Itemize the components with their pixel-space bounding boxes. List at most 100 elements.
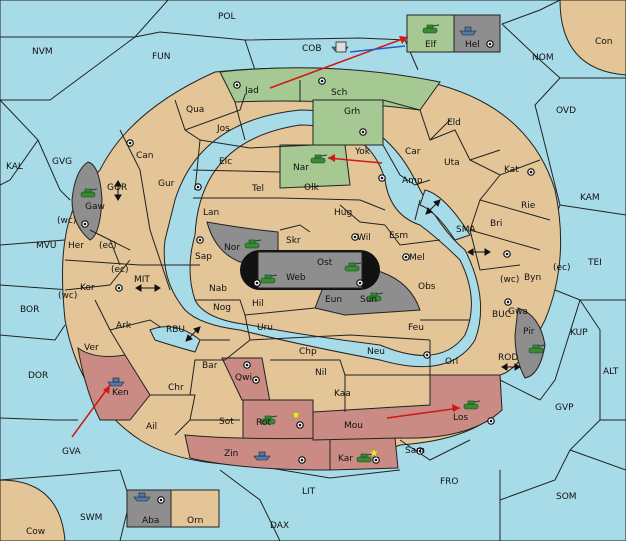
province-mou-los[interactable] xyxy=(312,374,503,441)
province-label-skr: Skr xyxy=(286,236,301,246)
army-unit-icon[interactable] xyxy=(80,188,98,198)
province-grh[interactable] xyxy=(312,99,384,146)
province-label-elc: Elc xyxy=(219,157,232,167)
province-label-orn: Orn xyxy=(187,516,203,526)
province-label-dor: DOR xyxy=(28,371,48,381)
province-label-web: Web xyxy=(286,273,306,283)
province-label-alt: ALT xyxy=(603,367,619,377)
province-label-ost: Ost xyxy=(317,258,333,268)
supply-center-dot xyxy=(425,353,429,357)
province-rot[interactable] xyxy=(242,399,314,441)
province-label-hug: Hug xyxy=(334,208,352,218)
province-pir[interactable] xyxy=(514,307,546,379)
land-borders xyxy=(64,80,551,461)
province-label-eun: Eun xyxy=(325,295,342,305)
arrowhead xyxy=(103,385,110,394)
army-unit-icon[interactable] xyxy=(244,239,262,249)
province-label-amp: Amp xyxy=(402,176,423,186)
province-hel[interactable] xyxy=(453,14,501,53)
province-label-sch: Sch xyxy=(331,88,347,98)
supply-center-dot xyxy=(300,458,304,462)
province-aba[interactable] xyxy=(126,489,172,528)
fleet-unit-icon[interactable] xyxy=(253,451,271,461)
burst-icon xyxy=(368,447,380,458)
province-label-sap: Sap xyxy=(195,252,212,262)
arrowhead xyxy=(399,36,408,44)
arrowhead xyxy=(484,248,491,256)
order-arrow xyxy=(269,36,409,89)
army-unit-icon[interactable] xyxy=(463,400,481,410)
fleet-unit-icon[interactable] xyxy=(459,26,477,36)
province-gaw[interactable] xyxy=(71,161,103,241)
arrowhead xyxy=(114,194,122,201)
coast-label: (wc) xyxy=(500,275,519,285)
province-label-kat: Kat xyxy=(504,165,519,175)
supply-center-dot xyxy=(505,252,509,256)
province-web-ost[interactable] xyxy=(257,251,363,289)
army-unit-icon[interactable] xyxy=(528,344,546,354)
cob-marker-icon xyxy=(335,41,347,53)
arrowhead xyxy=(185,334,193,342)
sma-inlet xyxy=(419,189,471,241)
province-label-pir: Pir xyxy=(523,327,535,337)
supply-center-dot xyxy=(117,286,121,290)
province-label-nar: Nar xyxy=(293,163,309,173)
province-label-neu: Neu xyxy=(367,347,385,357)
province-label-uta: Uta xyxy=(444,158,460,168)
province-nar[interactable] xyxy=(279,144,351,189)
province-elf[interactable] xyxy=(406,14,455,53)
province-orn[interactable] xyxy=(170,489,220,528)
supply-center-dot xyxy=(488,42,492,46)
province-label-mvu: MVU xyxy=(36,241,57,251)
province-label-kaa: Kaa xyxy=(334,389,351,399)
supply-center-dot xyxy=(159,498,163,502)
arrowhead xyxy=(425,207,433,215)
supply-center-dot xyxy=(374,458,378,462)
supply-center-dot xyxy=(298,423,302,427)
arrowhead xyxy=(154,284,161,292)
army-unit-icon[interactable] xyxy=(260,415,278,425)
province-label-nog: Nog xyxy=(213,303,231,313)
province-label-swm: SWM xyxy=(80,513,102,523)
army-unit-icon[interactable] xyxy=(260,274,278,284)
army-unit-icon[interactable] xyxy=(422,24,440,34)
province-label-ver: Ver xyxy=(84,343,99,353)
province-label-kam: KAM xyxy=(580,193,600,203)
province-label-gaw: Gaw xyxy=(85,202,105,212)
order-arrows xyxy=(71,36,461,438)
province-label-can: Can xyxy=(136,151,154,161)
supply-center-dot xyxy=(198,238,202,242)
army-unit-icon[interactable] xyxy=(344,262,362,272)
province-label-som: SOM xyxy=(556,492,577,502)
supply-center-dot xyxy=(196,185,200,189)
army-unit-icon[interactable] xyxy=(366,292,384,302)
supply-center-dot xyxy=(380,176,384,180)
coast-label: (ec) xyxy=(99,241,117,251)
province-jad-sch[interactable] xyxy=(219,67,441,111)
province-label-eld: Eld xyxy=(447,118,461,128)
fleet-unit-icon[interactable] xyxy=(133,492,151,502)
province-label-uru: Uru xyxy=(257,323,273,333)
province-label-byn: Byn xyxy=(524,273,541,283)
rbu-inlet xyxy=(149,326,201,353)
province-label-gvg: GVG xyxy=(52,157,72,167)
coast-label: (wc) xyxy=(58,291,77,301)
supply-center-dot xyxy=(320,79,324,83)
province-label-nvm: NVM xyxy=(32,47,53,57)
army-unit-icon[interactable] xyxy=(310,154,328,164)
supply-center-dot xyxy=(404,255,408,259)
province-label-buc: BUC xyxy=(492,310,511,320)
fleet-unit-icon[interactable] xyxy=(107,377,125,387)
province-label-yok: Yok xyxy=(354,147,371,157)
supply-center-dot xyxy=(418,449,422,453)
province-label-rie: Rie xyxy=(521,201,536,211)
supply-center-dot xyxy=(254,378,258,382)
burst-icon xyxy=(290,409,302,420)
province-label-ark: Ark xyxy=(116,321,132,331)
province-label-feu: Feu xyxy=(408,323,424,333)
province-label-los: Los xyxy=(453,413,468,423)
arrowhead xyxy=(514,363,521,371)
arrowhead xyxy=(452,404,460,412)
